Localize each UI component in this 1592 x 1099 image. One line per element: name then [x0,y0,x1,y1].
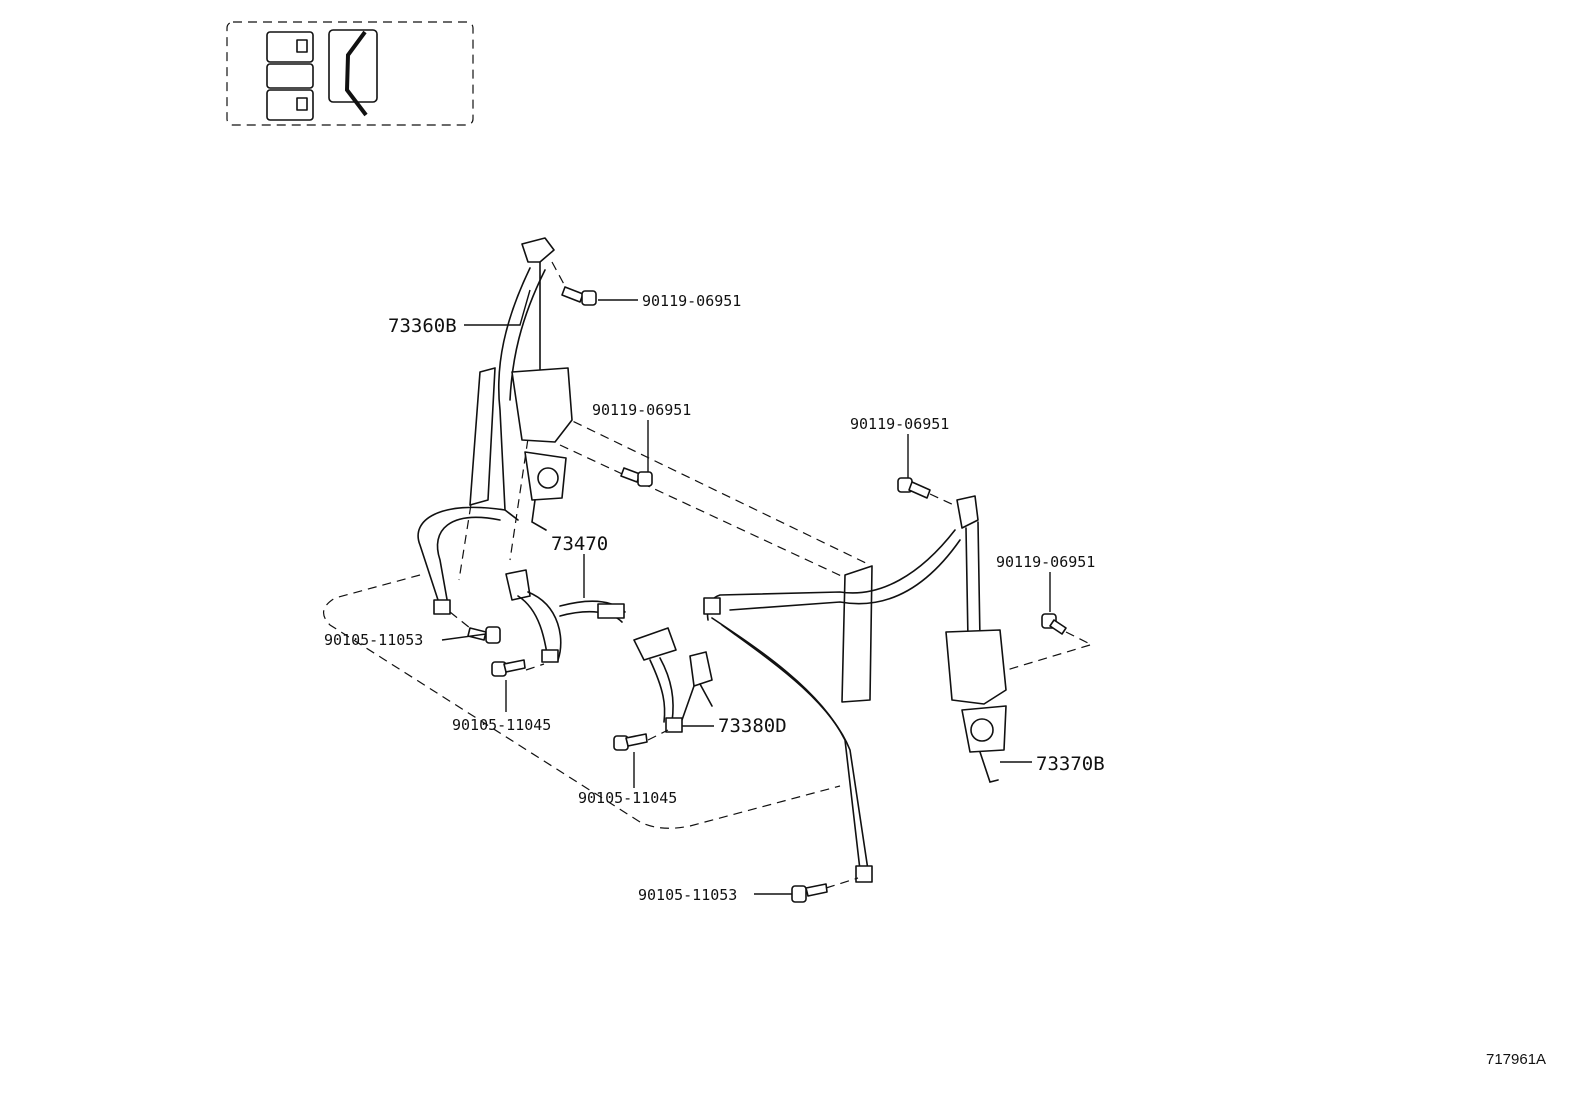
left-retractor-belt [417,237,573,615]
bolt-mid-left-icon [620,467,653,487]
part-label-73360b: 73360B [388,315,457,337]
bolt-bottom-anchor-icon [791,883,828,903]
bolt-buckle-left-icon [491,659,526,677]
bolt-label-buckle-right: 90105-11045 [578,789,677,807]
part-label-73470: 73470 [551,533,608,555]
bolt-label-left-anchor: 90105-11053 [324,631,423,649]
bolt-left-anchor-icon [467,626,501,644]
figure-id: 717961A [1486,1051,1546,1068]
bolt-label-bottom-anchor: 90105-11053 [638,886,737,904]
bolt-label-buckle-left: 90105-11045 [452,716,551,734]
bolt-far-right-icon [1041,613,1067,635]
bolt-label-far-right: 90119-06951 [996,553,1095,571]
right-retractor-belt [703,495,1007,883]
bolt-buckle-right-icon [613,733,648,751]
part-label-73370b: 73370B [1036,753,1105,775]
locator-inset [226,21,474,126]
center-buckle-73380d [633,627,713,733]
bolt-label-mid-right: 90119-06951 [850,415,949,433]
bolt-label-top: 90119-06951 [642,292,741,310]
bolt-mid-right-icon [897,477,931,499]
leader-lines [441,289,1051,895]
bolt-top-icon [561,286,597,306]
center-buckle-73470 [505,569,626,663]
part-label-73380d: 73380D [718,715,787,737]
bolt-label-mid-left: 90119-06951 [592,401,691,419]
dashed-leader-lines [449,261,1093,889]
